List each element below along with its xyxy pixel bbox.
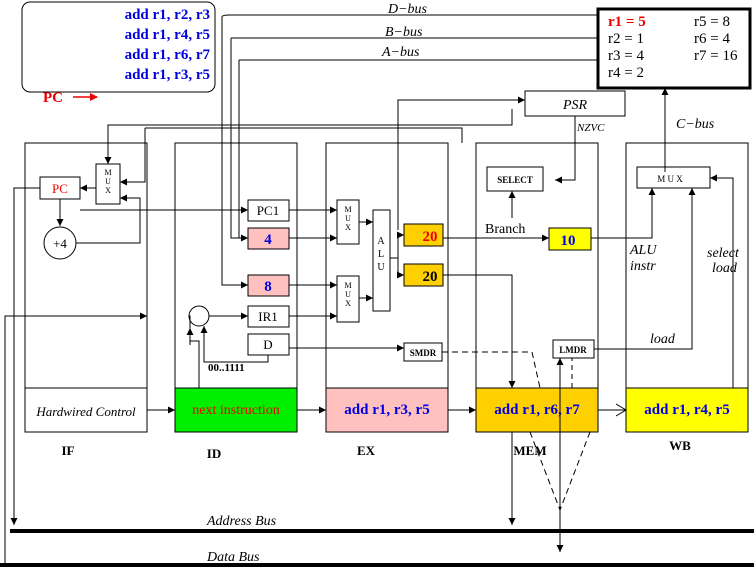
- mem-instruction: add r1, r6, r7: [494, 402, 580, 418]
- program-line: add r1, r3, r5: [125, 67, 210, 83]
- id-register-four-value: 4: [264, 232, 272, 248]
- alu-instr-label-2: instr: [630, 259, 656, 274]
- mem-to-wb-arrow: [598, 403, 627, 417]
- control-to-incrementer: [189, 315, 200, 388]
- program-line: add r1, r6, r7: [125, 47, 211, 63]
- address-bus-label: Address Bus: [206, 514, 277, 529]
- c-bus-label: C−bus: [676, 117, 715, 132]
- d-range-label: 00..1111: [208, 362, 245, 374]
- pc-register-label: PC: [52, 181, 68, 196]
- branch-label: Branch: [485, 222, 525, 237]
- mem-stage-name: MEM: [513, 443, 546, 458]
- register-r5: r5 = 8: [694, 14, 730, 30]
- mem-instruction-box: [475, 387, 599, 433]
- ex-result-value: 20: [423, 269, 438, 285]
- ex-mux-bottom: [336, 275, 360, 323]
- program-line: add r1, r2, r3: [125, 7, 210, 23]
- alu-to-psr-path: [397, 96, 525, 230]
- wb-stage-name: WB: [669, 438, 691, 453]
- alu-to-output-arrow: [390, 231, 404, 259]
- lmdr-label: LMDR: [559, 345, 587, 355]
- if-stage-name: IF: [62, 443, 75, 458]
- data-bus-to-if: [4, 312, 147, 563]
- wb-instruction-box: [625, 387, 749, 433]
- b-bus-label: B−bus: [385, 25, 423, 40]
- ex-feedback-path: [145, 127, 463, 143]
- d-feedback-arrow: [200, 326, 269, 363]
- wb-mux-label: M U X: [657, 174, 683, 184]
- pc-pointer-label: PC: [43, 90, 63, 106]
- select-load-label-2: load: [712, 261, 738, 276]
- d-label: D: [263, 337, 272, 352]
- psr-to-select-arrow: [555, 116, 576, 184]
- alu-instr-label-1: ALU: [629, 243, 657, 258]
- load-label: load: [650, 332, 676, 347]
- alu-output-value: 20: [423, 229, 438, 245]
- register-r1: r1 = 5: [608, 14, 646, 30]
- ir1-label: IR1: [258, 309, 278, 324]
- plus4-label: +4: [53, 236, 67, 251]
- register-file: [596, 7, 752, 90]
- branch-target-path: [107, 109, 513, 164]
- if-stage-frame: [24, 142, 148, 433]
- pc-to-address-bus: [10, 187, 40, 525]
- register-r3: r3 = 4: [608, 48, 644, 64]
- lmdr-to-wb-mux: [594, 188, 696, 350]
- mem-data-dashed-left: [529, 431, 561, 511]
- select-to-if-mux: [120, 128, 146, 186]
- id-instruction: next instruction: [192, 403, 280, 418]
- mem-data-dashed-right: [559, 431, 591, 511]
- select-load-label-1: select: [707, 246, 740, 261]
- register-r6: r6 = 4: [694, 31, 730, 47]
- id-register-eight-value: 8: [264, 279, 272, 295]
- ex-stage-name: EX: [357, 443, 376, 458]
- d-bus-to-eight: [221, 17, 248, 289]
- result-to-mem-arrow: [443, 274, 516, 388]
- id-stage-name: ID: [207, 446, 221, 461]
- mem-value-to-wb-mux: [591, 188, 656, 239]
- alu: [372, 209, 391, 312]
- mem-value-register: [548, 227, 592, 251]
- program-box: [21, 1, 216, 93]
- register-r2: r2 = 1: [608, 31, 644, 47]
- d-bus-corner: [221, 14, 235, 18]
- id-incrementer: [188, 305, 210, 327]
- psr-flags-label: NZVC: [576, 122, 605, 134]
- wb-select-to-mux: [710, 174, 734, 388]
- program-line: add r1, r4, r5: [125, 27, 210, 43]
- mem-value: 10: [561, 233, 576, 249]
- psr-label: PSR: [562, 98, 588, 113]
- alu-to-result-arrow: [397, 258, 404, 279]
- hardwired-control-label: Hardwired Control: [35, 404, 136, 419]
- smdr-label: SMDR: [410, 348, 437, 358]
- data-bus-label: Data Bus: [206, 550, 260, 565]
- d-bus-label: D−bus: [387, 2, 428, 17]
- register-r4: r4 = 2: [608, 65, 644, 81]
- wb-instruction: add r1, r4, r5: [644, 402, 729, 418]
- register-r7: r7 = 16: [694, 48, 738, 64]
- select-label: SELECT: [497, 175, 533, 185]
- a-bus-label: A−bus: [381, 45, 420, 60]
- ex-instruction: add r1, r3, r5: [344, 402, 429, 418]
- smdr-to-mem-dashed: [442, 351, 541, 389]
- pc1-label: PC1: [257, 203, 279, 218]
- pc-pointer-arrowhead: [90, 93, 98, 101]
- adder-to-mux-arrow: [76, 194, 141, 244]
